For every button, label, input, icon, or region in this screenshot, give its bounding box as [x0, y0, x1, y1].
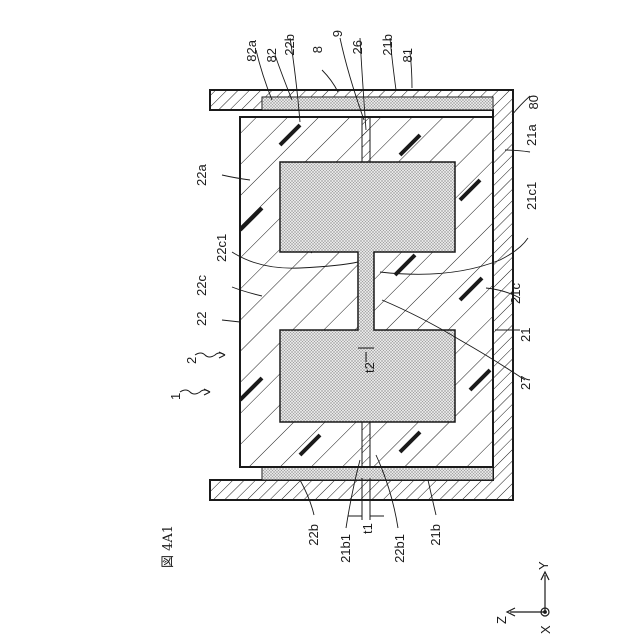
label-22c: 22c [194, 275, 209, 296]
label-21a: 21a [524, 124, 539, 146]
bond-layer-82-bottom [262, 467, 493, 480]
label-9: 9 [330, 30, 345, 37]
label-82: 82 [264, 48, 279, 62]
label-22: 22 [194, 312, 209, 326]
label-2: 2 [184, 357, 199, 364]
label-22b1: 22b1 [392, 534, 407, 563]
figure-label: 図 4A1 [161, 525, 176, 568]
axis-indicator [507, 572, 549, 616]
label-21b-bottom: 21b [428, 524, 443, 546]
axis-label-y: Y [536, 561, 551, 570]
label-22c1: 22c1 [214, 234, 229, 262]
label-1: 1 [168, 393, 183, 400]
label-22a: 22a [194, 164, 209, 186]
label-82a: 82a [244, 39, 259, 61]
label-t2: t2 [362, 362, 377, 373]
label-22b-top: 22b [282, 34, 297, 56]
label-21c1: 21c1 [524, 182, 539, 210]
axis-label-z: Z [494, 616, 509, 624]
label-8: 8 [310, 46, 325, 53]
label-21c: 21c [508, 283, 523, 304]
label-21b1: 21b1 [338, 534, 353, 563]
label-81: 81 [400, 48, 415, 62]
axis-label-x: X [538, 625, 553, 634]
label-80: 80 [526, 95, 541, 109]
label-27: 27 [518, 376, 533, 390]
label-21: 21 [518, 328, 533, 342]
label-21b-top: 21b [380, 34, 395, 56]
label-22b-bottom: 22b [306, 524, 321, 546]
label-26: 26 [350, 40, 365, 54]
bond-layer-82-top [262, 97, 493, 110]
label-t1: t1 [360, 523, 375, 534]
